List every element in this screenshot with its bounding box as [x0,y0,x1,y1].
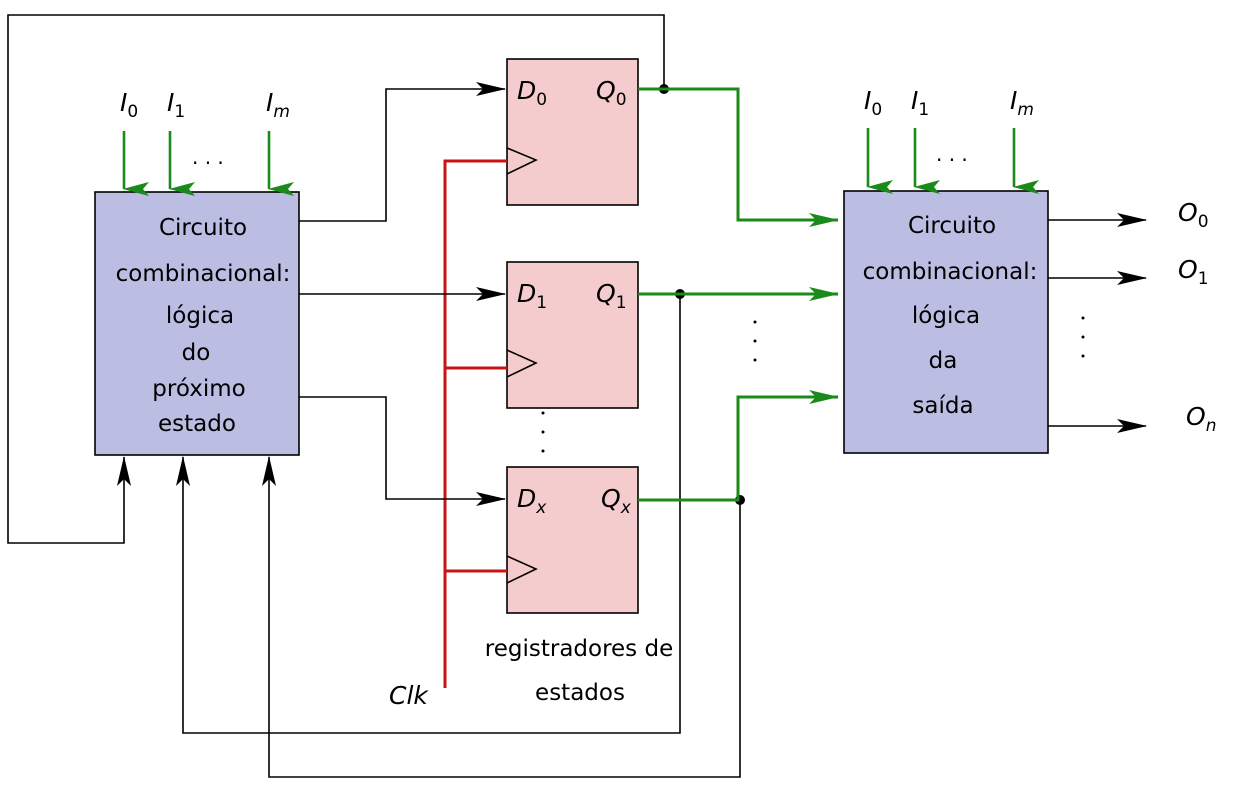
flipflop-0-q-label: Q0 [596,76,627,110]
wire-to-d0 [299,82,506,222]
flipflop-1-d-label: D1 [517,279,547,313]
register-label-line-1: registradores de [485,636,673,662]
flipflop-0-d-label: D0 [517,76,547,110]
state-wire-q0 [638,87,839,227]
output-logic-box [843,190,1049,454]
outputs-vertical-ellipsis [1081,316,1085,358]
clock-label: Clk [389,681,429,710]
flipflop-x-d-label: Dx [517,484,547,518]
feedback-q0 [7,14,665,544]
input-label-i1-left: I1 [167,88,185,122]
output-logic-block: Circuito combinacional: lógica da saída [843,190,1049,454]
next-state-line-3: lógica [166,303,234,329]
flipflop-0-box [506,58,639,206]
flipflop-x-clock-triangle [506,555,538,584]
flipflop-x-box [506,466,639,614]
state-wires [638,87,839,502]
next-state-line-2: combinacional: [116,261,291,287]
feedback-qx [262,456,741,778]
output-line-1: Circuito [908,213,996,239]
flipflop-1-clock-triangle [506,349,538,378]
flipflop-0: D0 Q0 [506,58,639,206]
input-label-im-left: Im [266,88,290,122]
input-label-im-right: Im [1010,86,1034,120]
output-line-2: combinacional: [863,259,1038,285]
register-label-line-2: estados [535,680,625,706]
flipflop-0-clock-triangle [506,147,538,175]
input-ellipsis-left: . . . [192,145,224,169]
input-label-i1-right: I1 [911,86,929,120]
output-line-4: da [929,348,958,374]
output-logic-inputs: I0 I1 Im . . . [864,86,1039,194]
next-state-line-4: do [182,340,211,366]
flipflop-1-q-label: Q1 [596,279,627,313]
flipflop-1: D1 Q1 [506,261,639,409]
flipflop-x-q-label: Qx [601,484,632,518]
next-state-inputs: I0 I1 Im . . . [120,88,294,196]
input-ellipsis-right: . . . [936,142,968,166]
flipflop-vertical-ellipsis [541,411,545,453]
next-state-line-6: estado [158,411,236,437]
wire-to-dx [299,396,506,506]
next-state-logic-block: Circuito combinacional: lógica do próxim… [94,191,300,456]
state-wires-vertical-ellipsis [753,320,757,362]
state-wire-qx [638,390,839,502]
input-label-i0-left: I0 [120,88,138,122]
next-state-line-1: Circuito [159,215,247,241]
output-label-o1: O1 [1178,255,1209,289]
outputs: O0 O1 On [1048,198,1216,436]
flipflop-x: Dx Qx [506,466,639,614]
output-label-on: On [1186,402,1216,436]
feedback-q1 [176,294,681,734]
next-state-wires [299,82,506,506]
output-line-3: lógica [912,303,980,329]
output-label-o0: O0 [1178,198,1209,232]
next-state-line-5: próximo [152,376,245,402]
input-label-i0-right: I0 [864,86,882,120]
feedback-wires [7,14,745,778]
clock-network: Clk [389,159,507,710]
clock-wire-main [443,159,507,688]
output-line-5: saída [912,393,973,419]
next-state-logic-box [94,191,300,456]
flipflop-1-box [506,261,639,409]
